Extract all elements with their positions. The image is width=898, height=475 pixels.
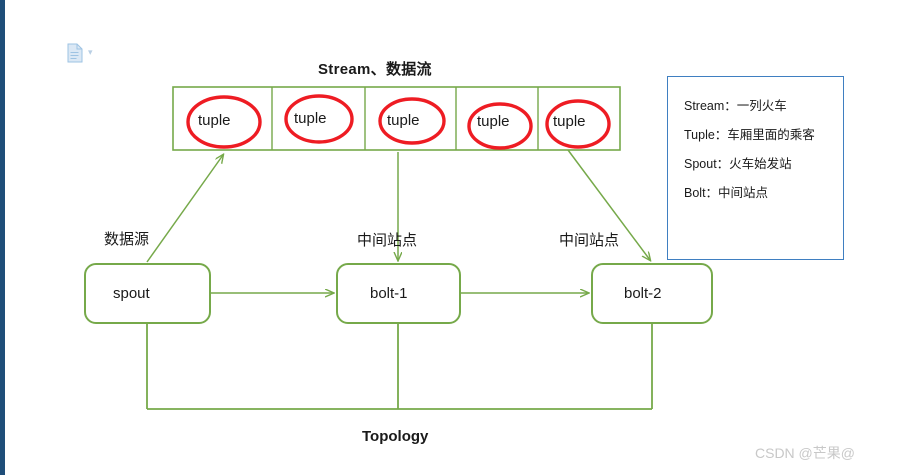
node-label-bolt-1: bolt-1 (370, 285, 408, 302)
tuple-label-3: tuple (387, 112, 420, 129)
chevron-down-icon: ▾ (88, 47, 93, 57)
node-box-group (84, 263, 713, 324)
tuple-label-4: tuple (477, 113, 510, 130)
legend-entry-stream: Stream：一列火车 (684, 99, 787, 113)
legend-entry-tuple: Tuple：车厢里面的乘客 (684, 128, 815, 142)
tuple-label-5: tuple (553, 113, 586, 130)
legend-entry-bolt: Bolt：中间站点 (684, 186, 769, 200)
arrow-spout-to-stream (146, 155, 223, 263)
topology-label: Topology (362, 428, 429, 445)
annotation-spout: 数据源 (104, 231, 150, 248)
watermark: CSDN @芒果@ (755, 445, 855, 461)
stream-title: Stream、数据流 (318, 61, 432, 78)
annotation-bolt-1: 中间站点 (357, 232, 418, 249)
document-icon-glyph (67, 43, 83, 63)
node-label-spout: spout (113, 285, 150, 302)
document-icon[interactable]: ▾ (66, 43, 98, 63)
node-label-bolt-2: bolt-2 (624, 285, 662, 302)
tuple-highlight-group (186, 94, 611, 150)
tuple-highlight-2 (284, 94, 354, 144)
arrow-stream-to-bolt2 (567, 149, 650, 260)
stream-connector-group (146, 149, 650, 263)
tuple-highlight-4 (467, 102, 533, 150)
tuple-highlight-3 (378, 97, 446, 145)
tuple-highlight-5 (545, 99, 611, 149)
tuple-label-2: tuple (294, 110, 327, 127)
tuple-label-1: tuple (198, 112, 231, 129)
legend-entry-spout: Spout：火车始发站 (684, 157, 792, 171)
topology-bracket (146, 323, 653, 410)
tuple-highlight-1 (186, 95, 262, 149)
annotation-bolt-2: 中间站点 (559, 232, 620, 249)
legend-box: Stream：一列火车 Tuple：车厢里面的乘客 Spout：火车始发站 Bo… (667, 76, 844, 260)
left-edge-strip (0, 0, 5, 475)
